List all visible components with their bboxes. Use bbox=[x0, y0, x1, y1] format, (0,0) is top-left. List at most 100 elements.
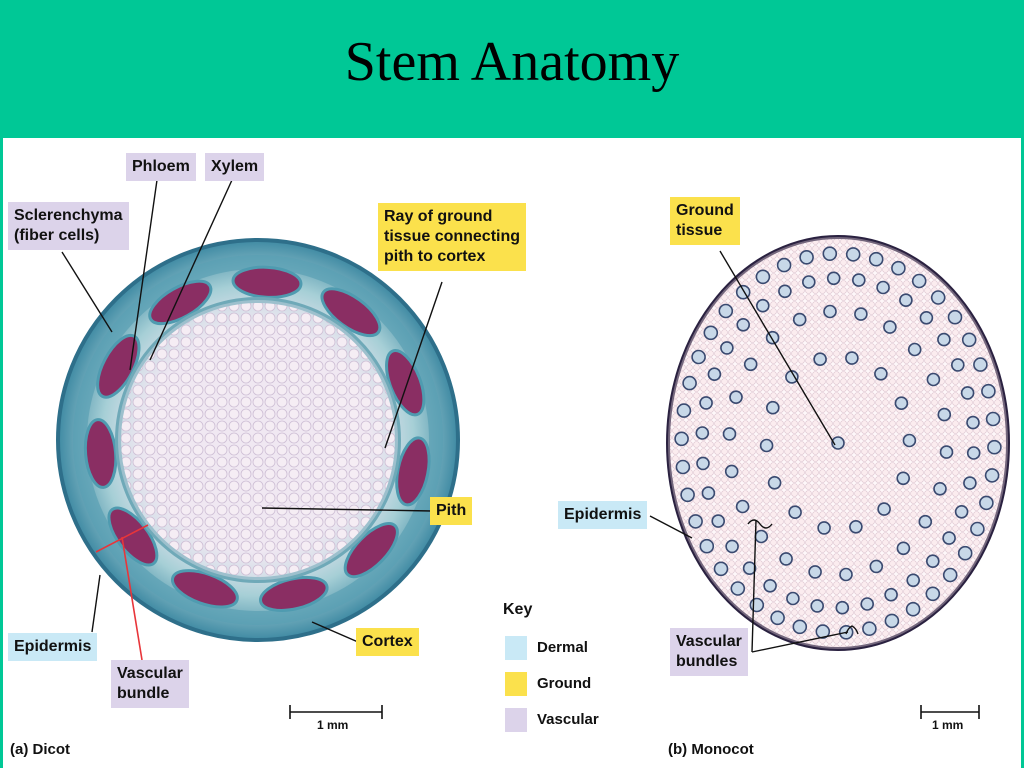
label-pith: Pith bbox=[430, 497, 473, 525]
monocot-bundle bbox=[713, 561, 729, 577]
monocot-bundle bbox=[730, 581, 746, 596]
monocot-bundle bbox=[877, 502, 891, 516]
monocot-bundle bbox=[937, 332, 951, 347]
monocot-bundle bbox=[695, 426, 710, 440]
monocot-bundle bbox=[767, 475, 782, 490]
monocot-bundle bbox=[703, 325, 719, 341]
label-ground-tissue-line2: tissue bbox=[676, 222, 723, 239]
monocot-bundle bbox=[788, 505, 802, 520]
monocot-bundle bbox=[801, 275, 816, 289]
monocot-bundle bbox=[755, 269, 771, 285]
key-swatch-vascular bbox=[505, 708, 527, 732]
monocot-bundle bbox=[979, 495, 994, 511]
dicot-vascular-ring bbox=[83, 265, 431, 612]
monocot-vascular-bundles bbox=[674, 246, 1002, 640]
monocot-bundle bbox=[763, 578, 777, 593]
monocot-bundle bbox=[815, 624, 831, 639]
monocot-bundle bbox=[947, 309, 963, 325]
dicot-cross-section bbox=[56, 238, 460, 642]
monocot-bundle bbox=[899, 293, 913, 308]
dicot-bundle bbox=[148, 279, 213, 326]
label-vascular-bundles-line2: bundles bbox=[676, 653, 738, 670]
monocot-bundle bbox=[831, 436, 845, 450]
monocot-bundle bbox=[743, 357, 758, 372]
monocot-bundle bbox=[845, 247, 861, 262]
monocot-bundle bbox=[674, 431, 689, 447]
monocot-leader-lines bbox=[649, 250, 859, 653]
page-title: Stem Anatomy bbox=[344, 31, 680, 93]
vascular-bundle-pointer bbox=[95, 524, 149, 661]
monocot-bundle bbox=[862, 621, 877, 637]
monocot-bundle bbox=[925, 586, 941, 602]
monocot-bundle bbox=[884, 587, 898, 602]
monocot-bundle bbox=[926, 372, 941, 387]
monocot-bundle bbox=[896, 471, 911, 486]
dicot-bundle bbox=[259, 575, 329, 612]
monocot-bundle bbox=[973, 357, 988, 372]
monocot-bundle bbox=[894, 396, 909, 411]
label-sclerenchyma-line1: Sclerenchyma bbox=[14, 207, 123, 224]
monocot-bundle bbox=[724, 464, 739, 479]
monocot-bundle bbox=[786, 591, 800, 606]
monocot-bundle bbox=[851, 273, 866, 287]
monocot-bundle bbox=[930, 290, 946, 305]
monocot-cross-section bbox=[666, 235, 1010, 651]
monocot-bundle bbox=[759, 438, 774, 453]
monocot-bundle bbox=[839, 567, 853, 582]
monocot-bundle bbox=[942, 531, 956, 545]
monocot-bundle bbox=[860, 597, 875, 611]
monocot-bundle bbox=[987, 439, 1002, 455]
monocot-bundle bbox=[755, 298, 770, 313]
monocot-bundle bbox=[919, 310, 934, 325]
monocot-bundle bbox=[813, 352, 827, 367]
monocot-bundle bbox=[817, 521, 831, 535]
label-ray: Ray of ground tissue connecting pith to … bbox=[378, 203, 527, 271]
monocot-bundle bbox=[770, 610, 785, 626]
monocot-bundle bbox=[785, 370, 799, 384]
scale-bars bbox=[289, 705, 980, 719]
dicot-leader-lines bbox=[61, 179, 443, 643]
label-dicot-epidermis: Epidermis bbox=[8, 633, 98, 661]
monocot-bundle bbox=[918, 514, 933, 529]
monocot-bundle bbox=[970, 521, 985, 537]
monocot-bundle bbox=[707, 367, 722, 382]
monocot-bundle bbox=[735, 499, 750, 514]
monocot-bundle bbox=[869, 559, 884, 574]
label-ray-line2: tissue connecting bbox=[384, 228, 521, 245]
label-xylem: Xylem bbox=[205, 153, 265, 181]
monocot-bundle bbox=[961, 332, 977, 348]
monocot-bundle bbox=[688, 514, 703, 529]
monocot-bundle bbox=[960, 386, 975, 400]
monocot-bundle bbox=[891, 260, 906, 276]
monocot-bundle bbox=[778, 284, 792, 299]
monocot-bundle bbox=[985, 411, 1001, 427]
label-vascular-bundles-line1: Vascular bbox=[676, 633, 742, 650]
monocot-bundle bbox=[906, 573, 921, 588]
label-vascular-bundles: Vascular bundles bbox=[670, 628, 748, 676]
monocot-bundle bbox=[933, 481, 947, 496]
monocot-bundle bbox=[720, 341, 734, 355]
monocot-bundle bbox=[954, 504, 969, 519]
monocot-bundle bbox=[749, 597, 765, 613]
monocot-bundle bbox=[701, 486, 716, 500]
monocot-scale-label: 1 mm bbox=[932, 718, 964, 732]
monocot-bundle bbox=[950, 358, 965, 372]
key-swatch-dermal bbox=[505, 636, 527, 660]
monocot-bundle bbox=[680, 487, 695, 503]
key-label-ground: Ground bbox=[537, 675, 592, 692]
monocot-bundle bbox=[883, 320, 897, 334]
monocot-bundle bbox=[682, 375, 697, 391]
label-ground-tissue-line1: Ground bbox=[676, 202, 734, 219]
monocot-bundle bbox=[765, 400, 780, 415]
label-monocot-epidermis: Epidermis bbox=[558, 501, 648, 529]
monocot-bundle bbox=[876, 280, 890, 295]
dicot-bundle bbox=[395, 436, 431, 507]
key-title: Key bbox=[503, 601, 533, 618]
monocot-bundle bbox=[754, 529, 769, 544]
monocot-bundle bbox=[722, 427, 737, 441]
monocot-bundle bbox=[676, 403, 692, 418]
monocot-bundle bbox=[845, 351, 859, 365]
key-label-dermal: Dermal bbox=[537, 639, 588, 656]
header-bar: Stem Anatomy bbox=[0, 0, 1024, 136]
